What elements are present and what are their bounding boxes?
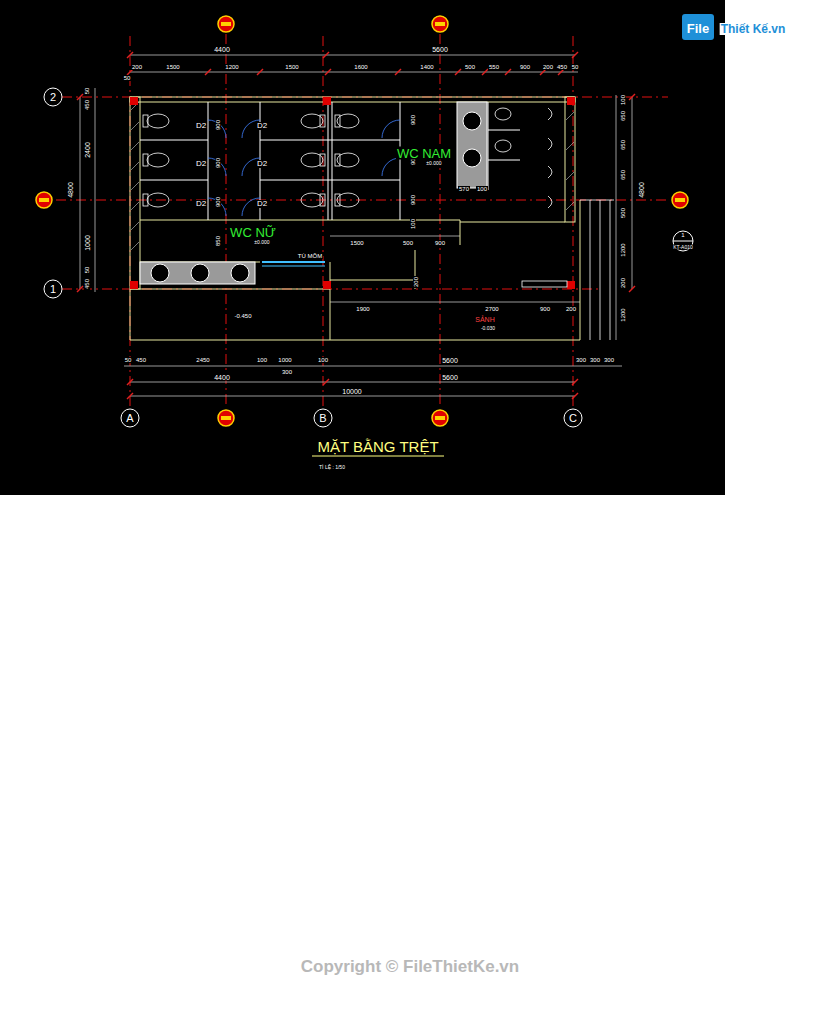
dimension: 1500 xyxy=(284,64,299,70)
detail-sheet: KT-A010 xyxy=(672,245,693,250)
dimension: 50 xyxy=(124,357,133,363)
dimension: 900 xyxy=(215,196,221,208)
dimension: 900 xyxy=(410,114,416,126)
dimension: 1200 xyxy=(620,242,626,257)
detail-number: 1 xyxy=(680,232,685,238)
room-name: WC NAM xyxy=(396,147,452,160)
watermark: Thiết Kế.vn xyxy=(720,23,787,35)
dimension: 200 xyxy=(542,64,554,70)
level-mark: ±0.000 xyxy=(253,240,270,245)
dimension: 100 xyxy=(410,218,416,230)
door-tag: D2 xyxy=(256,160,268,168)
dimension: 1200 xyxy=(224,64,239,70)
dimension: 450 xyxy=(84,99,90,111)
dimension: 650 xyxy=(620,110,626,122)
dimension: 1200 xyxy=(620,307,626,322)
dimension: 1400 xyxy=(419,64,434,70)
axis-label: 2 xyxy=(49,92,57,103)
dimension: 10000 xyxy=(341,388,362,395)
axis-label: C xyxy=(568,413,578,424)
dimension: 300 xyxy=(575,357,587,363)
dimension: 300 xyxy=(281,369,293,375)
dimension: 650 xyxy=(620,169,626,181)
dimension: 50 xyxy=(84,87,90,96)
dimension: 100 xyxy=(256,357,268,363)
dimension: 2450 xyxy=(195,357,210,363)
level-mark: ±0.000 xyxy=(425,161,442,166)
dimension: 900 xyxy=(539,306,551,312)
dimension: 1500 xyxy=(349,240,364,246)
dimension: 4800 xyxy=(638,181,645,199)
dimension: 4800 xyxy=(67,181,74,199)
dimension: 2700 xyxy=(484,306,499,312)
door-tag: D2 xyxy=(195,122,207,130)
dimension: 300 xyxy=(603,357,615,363)
watermark: File xyxy=(686,22,710,35)
dimension: 5600 xyxy=(431,46,449,53)
drawing-title: MẶT BẰNG TRỆT xyxy=(316,439,439,454)
dimension: 1000 xyxy=(277,357,292,363)
dimension: 850 xyxy=(215,235,221,247)
dimension: 100 xyxy=(476,186,488,192)
room-name: WC NỮ xyxy=(229,226,277,239)
dimension: 100 xyxy=(317,357,329,363)
door-tag: D2 xyxy=(195,160,207,168)
dimension: 300 xyxy=(589,357,601,363)
dimension: 900 xyxy=(215,157,221,169)
dimension: 900 xyxy=(410,194,416,206)
door-tag: D2 xyxy=(195,200,207,208)
dimension: 900 xyxy=(434,240,446,246)
dimension: 550 xyxy=(488,64,500,70)
dimension: 50 xyxy=(571,64,580,70)
level-mark: -0.030 xyxy=(480,326,496,331)
axis-label: 1 xyxy=(49,284,57,295)
dimension: 900 xyxy=(519,64,531,70)
dimension: 5600 xyxy=(441,374,459,381)
dimension: 50 xyxy=(84,266,90,275)
axis-label: A xyxy=(125,413,134,424)
dimension: 500 xyxy=(464,64,476,70)
item-label: TỦ MÕM xyxy=(297,253,323,259)
dimension: 1500 xyxy=(165,64,180,70)
dimension: 2400 xyxy=(84,141,91,159)
dimension: 900 xyxy=(215,119,221,131)
dimension: 100 xyxy=(620,94,626,106)
level-mark: -0.450 xyxy=(233,313,252,319)
door-tag: D2 xyxy=(256,122,268,130)
dimension: 450 xyxy=(135,357,147,363)
dimension: 200 xyxy=(131,64,143,70)
dimension: 50 xyxy=(123,75,132,81)
dimension: 1900 xyxy=(355,306,370,312)
dimension: 450 xyxy=(84,278,90,290)
scale-note: TỈ LỆ : 1/50 xyxy=(318,465,346,470)
dimension: 4400 xyxy=(213,374,231,381)
dimension: 200 xyxy=(413,276,419,288)
dimension: 5600 xyxy=(441,357,459,364)
door-tag: D2 xyxy=(256,200,268,208)
dimension: 570 xyxy=(458,186,470,192)
dimension: 650 xyxy=(620,139,626,151)
dimension: 450 xyxy=(556,64,568,70)
dimension: 1000 xyxy=(84,234,91,252)
dimension: 200 xyxy=(565,306,577,312)
dimension: 200 xyxy=(620,277,626,289)
axis-label: B xyxy=(318,413,327,424)
dimension: 500 xyxy=(620,207,626,219)
dimension: 1600 xyxy=(353,64,368,70)
dimension: 500 xyxy=(402,240,414,246)
room-name: SẢNH xyxy=(474,316,495,323)
watermark: Copyright © FileThietKe.vn xyxy=(300,958,520,975)
dimension: 4400 xyxy=(213,46,231,53)
